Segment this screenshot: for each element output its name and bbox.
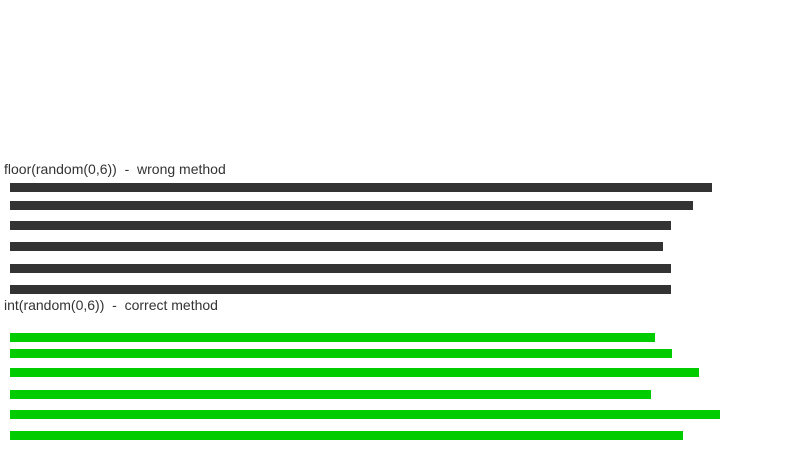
- floor-bar-4: [10, 242, 663, 251]
- floor-bar-5: [10, 264, 671, 273]
- int-bar-1: [10, 333, 655, 342]
- int-bar-6: [10, 431, 683, 440]
- floor-bar-6: [10, 285, 671, 294]
- int-bar-4: [10, 390, 651, 399]
- int-method-title: int(random(0,6)) - correct method: [4, 297, 218, 313]
- floor-bar-3: [10, 221, 671, 230]
- int-bar-3: [10, 368, 699, 377]
- floor-bar-1: [10, 183, 712, 192]
- floor-bar-2: [10, 201, 693, 210]
- floor-method-title: floor(random(0,6)) - wrong method: [4, 161, 226, 177]
- int-bar-5: [10, 410, 720, 419]
- int-bar-2: [10, 349, 672, 358]
